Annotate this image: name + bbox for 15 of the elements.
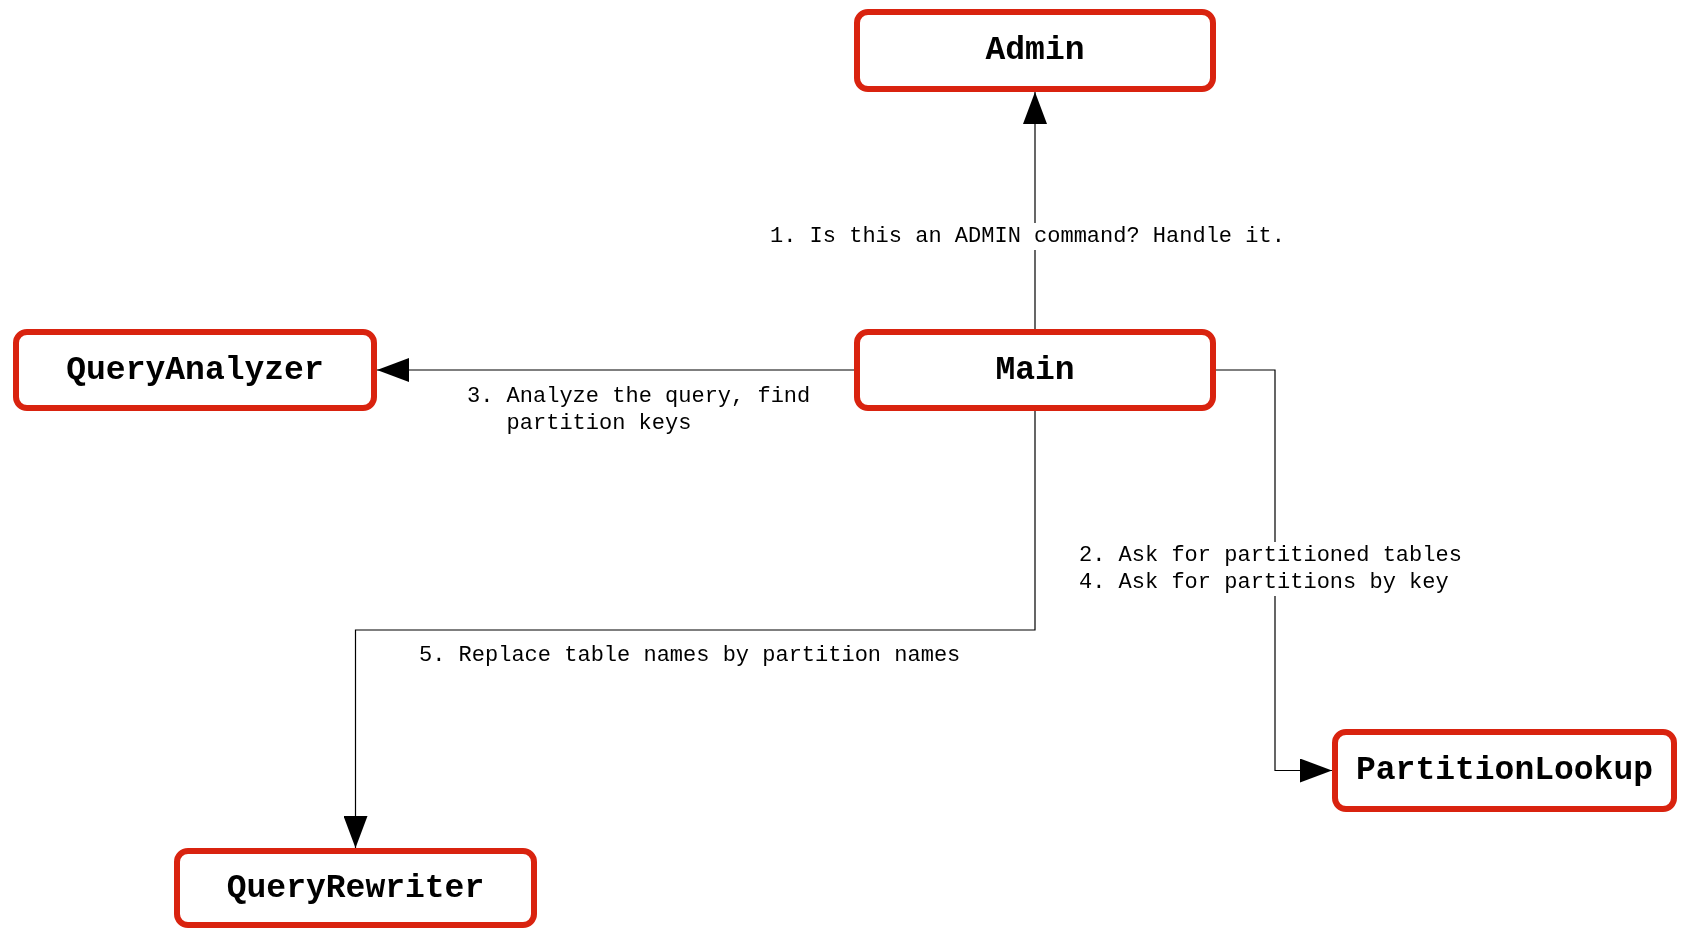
edge-label: 5. Replace table names by partition names <box>419 642 961 669</box>
process-box <box>854 9 1216 92</box>
box-label: Admin <box>985 32 1085 69</box>
process-box <box>13 329 377 411</box>
arrow <box>1215 369 1333 783</box>
box-label: QueryAnalyzer <box>66 351 324 389</box>
process-box <box>1332 729 1677 812</box>
process-box <box>174 848 537 928</box>
process-box <box>854 329 1216 411</box>
box-label: Main <box>995 351 1075 389</box>
arrow <box>343 410 1036 849</box>
box-label: PartitionLookup <box>1355 752 1654 789</box>
box-label: QueryRewriter <box>226 869 485 907</box>
arrow <box>1023 91 1047 330</box>
arrow <box>376 358 855 382</box>
